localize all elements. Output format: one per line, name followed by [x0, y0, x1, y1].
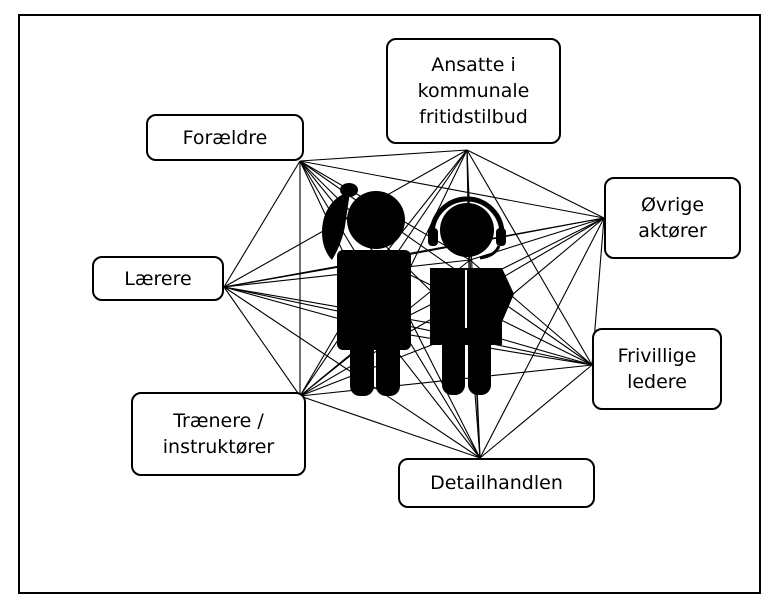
node-laerere: Lærere: [92, 256, 224, 301]
girl-figure-icon: [322, 183, 411, 396]
node-detail-label: Detailhandlen: [430, 472, 563, 494]
connection-line: [466, 149, 593, 366]
connection-line: [479, 364, 593, 459]
node-detail: Detailhandlen: [398, 458, 595, 508]
node-foraeldre: Forældre: [146, 114, 304, 161]
connection-line: [299, 149, 468, 162]
connection-line: [223, 160, 301, 288]
child-and-coach-figures-icon: [322, 183, 514, 396]
network-diagram: [223, 149, 605, 459]
node-ovrige: Øvrige aktører: [604, 177, 741, 259]
node-traenere-label: Trænere / instruktører: [162, 410, 275, 458]
connection-line: [223, 286, 301, 397]
node-laerere-label: Lærere: [124, 267, 192, 290]
connection-line: [479, 217, 605, 459]
connection-line: [299, 160, 605, 219]
connection-line: [299, 395, 481, 459]
node-ansatte: Ansatte i kommunale fritidstilbud: [386, 38, 561, 144]
node-ansatte-label: Ansatte i kommunale fritidstilbud: [417, 54, 530, 128]
coach-figure-icon: [428, 196, 514, 395]
connection-line: [466, 149, 605, 219]
node-foraeldre-label: Forældre: [182, 126, 268, 149]
node-frivillige: Frivillige ledere: [592, 328, 722, 410]
node-ovrige-label: Øvrige aktører: [638, 194, 707, 242]
node-frivillige-label: Frivillige ledere: [617, 345, 697, 393]
node-traenere: Trænere / instruktører: [131, 392, 306, 476]
